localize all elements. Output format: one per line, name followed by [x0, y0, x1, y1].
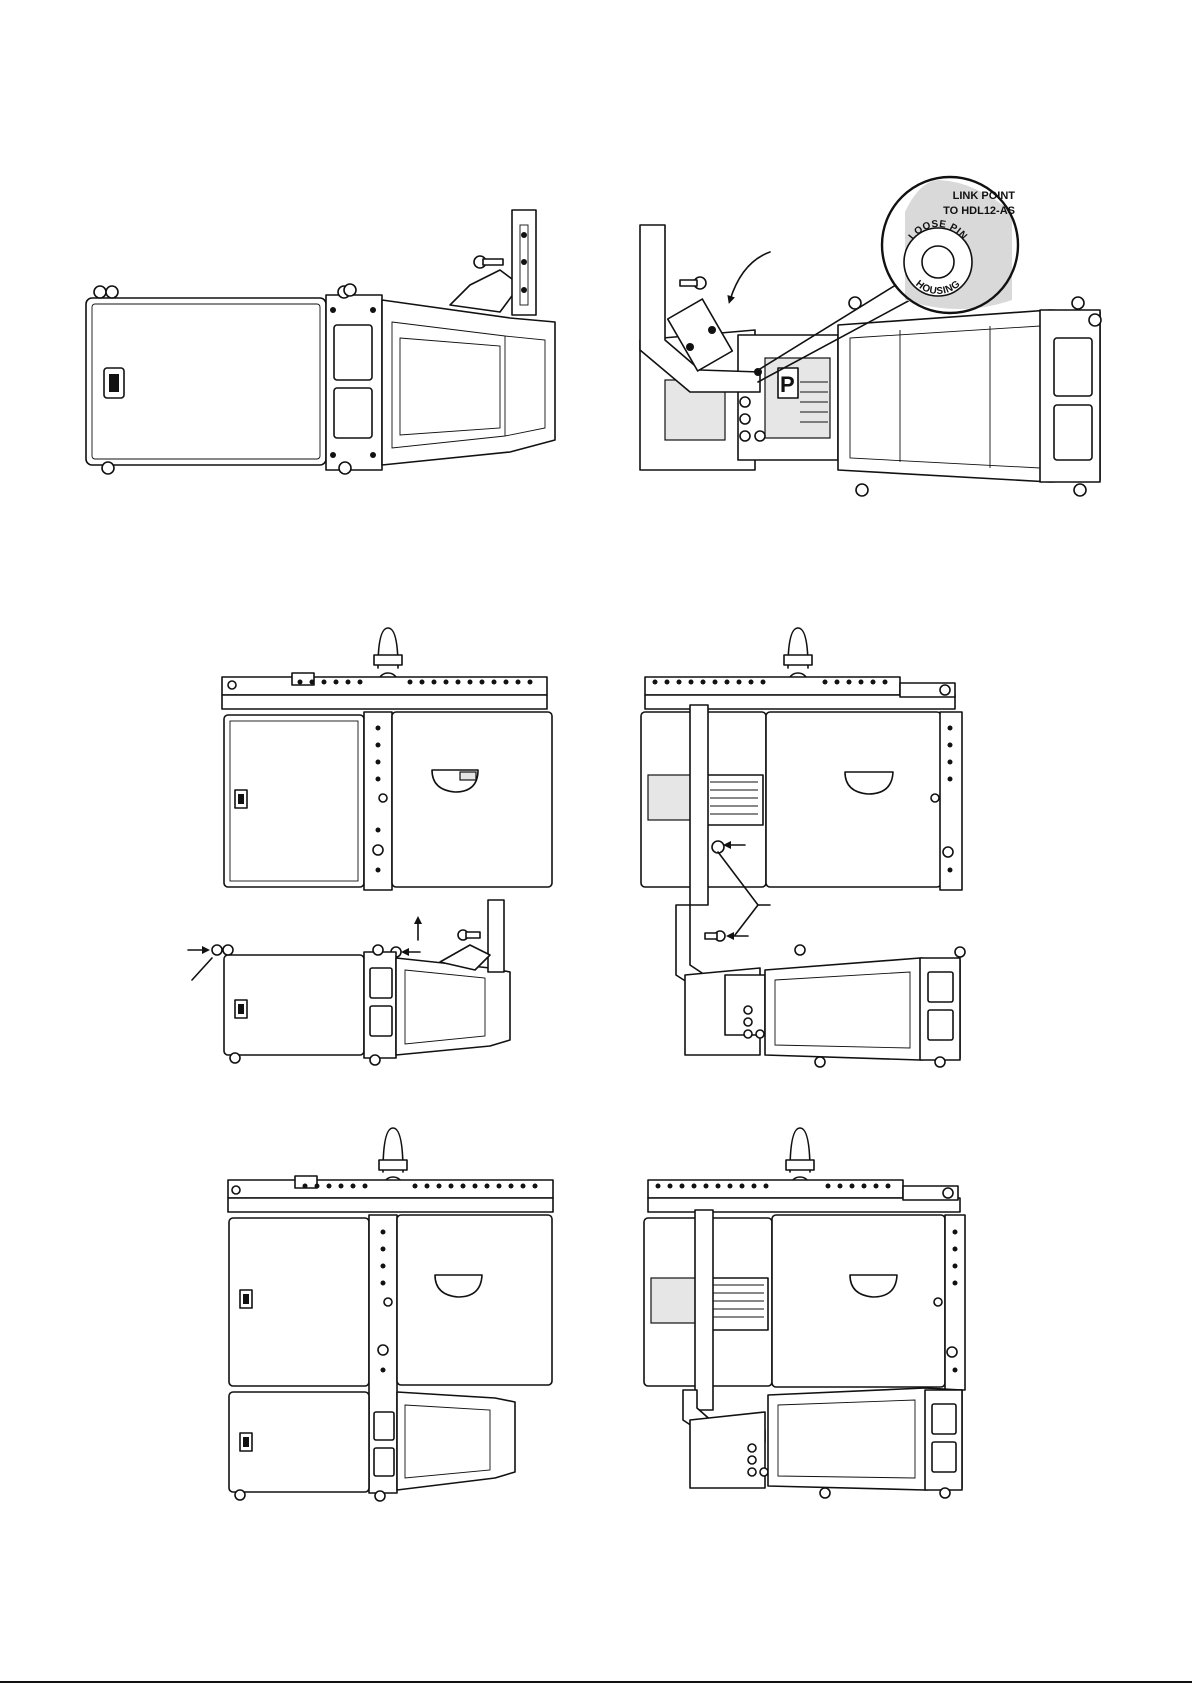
step3-left-assembly — [228, 1128, 553, 1501]
link-point-line2: TO HDL12-AS — [943, 205, 1015, 217]
step2-right-top-assembly — [641, 628, 962, 905]
step2-left-top-assembly — [222, 628, 552, 890]
pin-icon — [474, 256, 503, 268]
step2-left-bottom-assembly — [188, 900, 510, 1065]
step3-right-assembly — [644, 1128, 965, 1498]
pin-icon — [680, 277, 706, 289]
pin-icon — [458, 930, 480, 940]
pin-icon — [705, 931, 725, 941]
link-point-callout: LINK POINT TO HDL12-AS LOOSE PIN HOUSING — [882, 177, 1018, 313]
step1-left-assembly — [86, 210, 555, 474]
curved-arrow-icon — [730, 252, 770, 300]
link-point-line1: LINK POINT — [953, 190, 1016, 202]
step1-right-assembly: P — [640, 177, 1101, 496]
panel-label: P — [780, 372, 795, 397]
